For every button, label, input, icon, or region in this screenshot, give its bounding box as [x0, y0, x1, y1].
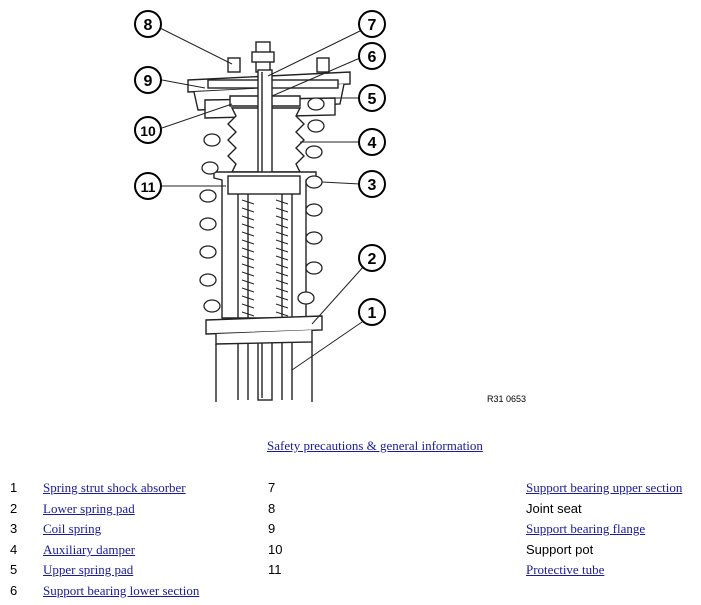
- callout-6: 6: [358, 42, 386, 70]
- callout-7-label: 7: [368, 17, 377, 34]
- part-number: 6: [10, 583, 18, 598]
- spring-strut-diagram: 8 9 10 11 7 6 5 4: [134, 10, 386, 402]
- part-link[interactable]: Protective tube: [526, 562, 605, 578]
- part-label: Joint seat: [526, 500, 582, 516]
- callout-9-label: 9: [144, 73, 153, 90]
- callout-11: 11: [134, 172, 162, 200]
- callout-10-label: 10: [140, 123, 156, 139]
- part-row: 4 Auxiliary damper: [0, 541, 701, 559]
- part-number: 1: [10, 480, 18, 495]
- part-row: 1 Spring strut shock absorber: [0, 479, 701, 497]
- callout-7: 7: [358, 10, 386, 38]
- callout-2-label: 2: [368, 251, 377, 268]
- callout-9: 9: [134, 66, 162, 94]
- part-number: 11: [268, 562, 282, 578]
- callout-11-label: 11: [141, 179, 156, 195]
- safety-precautions-link[interactable]: Safety precautions & general information: [267, 438, 483, 453]
- part-row: 9 Support bearing flange: [0, 520, 701, 538]
- callout-8-label: 8: [144, 17, 153, 34]
- callout-4: 4: [358, 128, 386, 156]
- part-link[interactable]: Lower spring pad: [43, 500, 135, 516]
- part-row: 2 Lower spring pad: [0, 500, 701, 518]
- part-number: 10: [268, 541, 283, 557]
- callout-3-label: 3: [368, 177, 377, 194]
- part-row: 10 Support pot: [0, 541, 701, 559]
- part-link[interactable]: Auxiliary damper: [43, 541, 136, 557]
- callout-1: 1: [358, 298, 386, 326]
- part-number: 7: [268, 480, 276, 495]
- callout-10: 10: [134, 116, 162, 144]
- part-row: 3 Coil spring: [0, 520, 701, 538]
- part-number: 5: [10, 562, 18, 578]
- callout-5-label: 5: [368, 91, 377, 108]
- callout-3: 3: [358, 170, 386, 198]
- part-link[interactable]: Support bearing upper section: [526, 480, 683, 495]
- part-number: 8: [268, 500, 276, 516]
- part-row: 5 Upper spring pad: [0, 561, 701, 579]
- part-link[interactable]: Upper spring pad: [43, 562, 134, 578]
- callout-2: 2: [358, 244, 386, 272]
- part-row: 6 Support bearing lower section: [0, 582, 701, 600]
- part-row: 11 Protective tube: [0, 561, 701, 579]
- part-link[interactable]: Support bearing lower section: [43, 583, 200, 598]
- callout-6-label: 6: [368, 49, 377, 66]
- part-label: Support pot: [526, 541, 594, 557]
- part-link[interactable]: Coil spring: [43, 521, 102, 537]
- part-number: 2: [10, 500, 18, 516]
- callout-1-label: 1: [368, 305, 377, 322]
- part-number: 3: [10, 521, 18, 537]
- part-link[interactable]: Spring strut shock absorber: [43, 480, 186, 495]
- part-row: 8 Joint seat: [0, 500, 701, 518]
- diagram-reference-code: R31 0653: [487, 394, 527, 404]
- callout-4-label: 4: [368, 135, 377, 152]
- callout-5: 5: [358, 84, 386, 112]
- callout-8: 8: [134, 10, 162, 38]
- part-number: 4: [10, 541, 18, 557]
- part-row: 7 Support bearing upper section: [0, 479, 701, 497]
- part-link[interactable]: Support bearing flange: [526, 521, 646, 537]
- part-number: 9: [268, 521, 276, 537]
